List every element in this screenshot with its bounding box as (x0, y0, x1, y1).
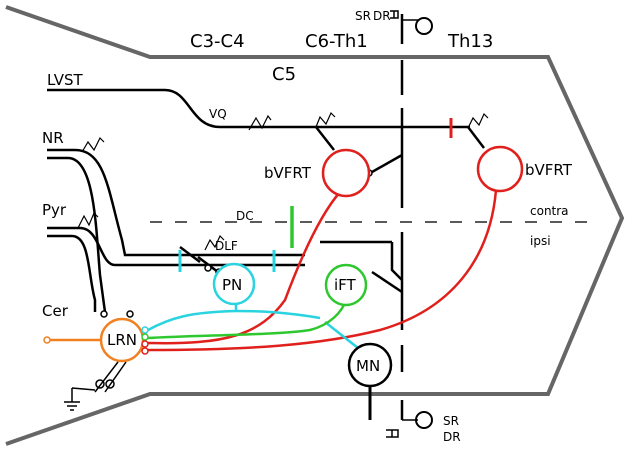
tract-label-lvst: LVST (47, 71, 83, 89)
descending-axons (47, 88, 485, 313)
bvfrt-caudal-soma (476, 145, 524, 193)
top-root-electrode (390, 10, 433, 35)
stimulating-electrode (94, 361, 127, 393)
tract-label-nr: NR (42, 129, 64, 147)
pn-soma (212, 262, 256, 306)
tract-label-cer: Cer (42, 302, 69, 320)
nucleus-label-bvfrt-caudal: bVFRT (525, 161, 573, 179)
segment-label-th13: Th13 (447, 31, 493, 52)
side-label-contra: contra (530, 204, 569, 218)
recording-squiggles (77, 111, 489, 251)
bvfrt-axons (147, 189, 498, 352)
bvfrt-rostral-soma (321, 148, 371, 198)
top-root-label-dr: DR (373, 9, 391, 23)
side-label-ipsi: ipsi (530, 234, 551, 248)
tract-label-dc: DC (236, 209, 254, 223)
bottom-root-label-sr: SR (443, 414, 459, 428)
nucleus-label-mn: MN (356, 357, 380, 375)
tract-label-dlf: DLF (215, 239, 238, 253)
segment-label-c5: C5 (272, 64, 296, 85)
ift-axons (147, 299, 348, 340)
ift-soma (324, 263, 368, 307)
top-root-label-sr: SR (355, 9, 371, 23)
tract-label-pyr: Pyr (42, 201, 67, 219)
bottom-root-label-dr: DR (443, 430, 461, 444)
tract-label-vq: VQ (209, 107, 227, 121)
nucleus-label-ift: iFT (334, 276, 357, 294)
ground-icon (64, 387, 96, 411)
cord-outline (5, 5, 625, 446)
nucleus-label-pn: PN (222, 276, 242, 294)
nucleus-label-bvfrt-rostral: bVFRT (264, 164, 312, 182)
segment-label-c6-th1: C6-Th1 (305, 31, 368, 52)
lrn-terminals (43, 326, 149, 355)
nucleus-label-lrn: LRN (107, 331, 137, 349)
bottom-root-electrode (386, 411, 433, 438)
segment-label-c3-c4: C3-C4 (190, 31, 245, 52)
